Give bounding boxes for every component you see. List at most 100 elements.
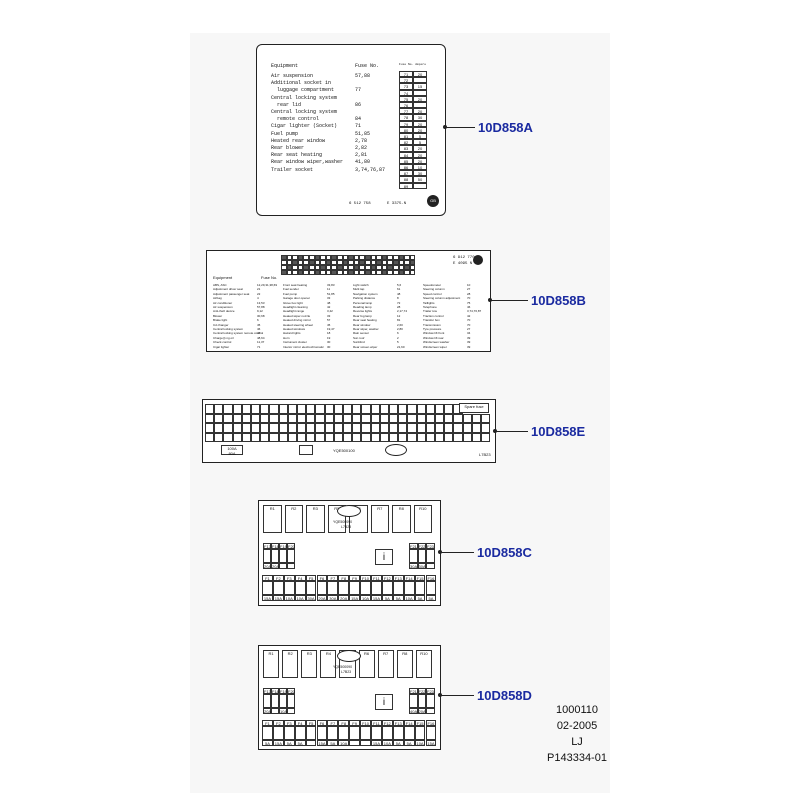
label-e-fuse-grid [205, 404, 491, 444]
label-b-grid-cell [286, 265, 293, 270]
label-e-grid-cell [205, 423, 215, 433]
label-b-grid-cell [342, 260, 349, 265]
label-e-spare-fuse: Spare fuse [459, 403, 489, 413]
label-c-fuse-top-right-body [409, 549, 418, 563]
label-b-grid-cell [393, 260, 399, 265]
label-e-grid-cell [361, 423, 371, 433]
label-b-row-fuse: 39 [467, 344, 471, 349]
label-b-row-fuse: 8 [397, 296, 399, 301]
label-b-row-equipment: Horn [283, 335, 290, 340]
label-a-row-fuse: 86 [355, 101, 362, 108]
label-e-grid-cell [352, 432, 362, 442]
label-c-relay-label: R8 [398, 506, 404, 511]
label-b-part-no: 6 912 770 [453, 256, 475, 260]
label-c-code: L7B23 [341, 525, 352, 529]
label-d-code: L7B23 [341, 670, 352, 674]
label-e-left-box: 100A 80A [221, 445, 243, 456]
label-b-grid-cell [281, 255, 287, 260]
label-b-grid-cell [387, 260, 393, 265]
label-b-grid-cell [353, 265, 360, 270]
label-a-fuse-no: 74 [399, 89, 413, 96]
label-a-header-equipment: Equipment [271, 63, 299, 69]
footer-block: 1000110 02-2005 LJ P143334-01 [542, 702, 612, 766]
label-e-grid-cell [370, 432, 380, 442]
label-d-fuse-bottom-body [349, 726, 361, 740]
label-d-amp-top-left [271, 708, 279, 714]
label-d-amp-bottom [349, 740, 361, 746]
label-c-fuse-bottom-body [371, 581, 382, 595]
label-b-row-equipment: Cd changer [213, 322, 229, 327]
label-b-row-fuse: 3,74,76,87 [467, 309, 482, 314]
label-b-grid-cell [381, 255, 388, 260]
label-d-fuse-top-left-body [287, 694, 295, 708]
label-b-grid-cell [292, 255, 298, 260]
label-b-grid-cell [365, 270, 371, 275]
label-d-relay-label: R6 [364, 651, 370, 656]
label-d-fuse-bottom: F16 [425, 720, 437, 726]
label-d-relay-label: R10 [420, 651, 428, 656]
label-b-row-equipment: Air conditioner [213, 300, 233, 305]
label-b-row-fuse: 45 [257, 322, 261, 327]
label-e-grid-cell [370, 413, 380, 423]
label-e-grid-cell [223, 404, 233, 414]
label-d-fuse-bottom-body [272, 726, 284, 740]
label-b-row-fuse: 9,12 [257, 309, 263, 314]
label-d-relay: R1 [263, 650, 280, 678]
label-d-fuse-bottom: F12 [381, 720, 393, 726]
label-e-grid-cell [297, 423, 307, 433]
label-b-grid-cell [325, 255, 332, 260]
label-b-grid-cell [303, 265, 309, 270]
label-b-grid-cell [303, 270, 309, 275]
label-e-grid-cell [260, 432, 270, 442]
label-d-fuse-bottom: F15 [414, 720, 426, 726]
label-b-row-fuse: 6 [397, 331, 399, 336]
label-c-fuse-bottom: F12 [381, 575, 393, 581]
label-d-amp-top-right: 40A [409, 708, 418, 714]
label-c-fuse-top-left-body [263, 549, 271, 563]
label-b-row-equipment: Rain sensor [353, 331, 370, 336]
label-e-grid-cell [435, 404, 445, 414]
label-b-grid-cell [297, 265, 304, 270]
label-b-row-fuse: 48 [397, 291, 401, 296]
label-c-fuse-layout: R1R2R3R5R6R7R8R10YQE500090L7B23F1720AF18… [259, 501, 440, 605]
label-e-grid-cell [315, 404, 325, 414]
label-d-fuse-bottom-body [327, 726, 339, 740]
label-b-row-equipment: Personal lamp [353, 300, 373, 305]
label-b-row-equipment: Reverse lights [353, 309, 373, 314]
label-c-fuse-bottom-body [283, 581, 295, 595]
label-d-relay: R2 [282, 650, 299, 678]
label-10d858d: R1R2R3R4R5R6R7R8R10YQE500090L7B23F1720AF… [258, 645, 441, 750]
label-c-relay: R7 [370, 505, 389, 533]
label-c-amp-bottom: 15A [349, 595, 361, 601]
label-10d858e: Spare fuse 100A 80A YQE500100 L7B23 [202, 399, 496, 463]
label-c-relay: R1 [263, 505, 282, 533]
label-e-grid-cell [241, 404, 251, 414]
label-d-fuse-top-right: F21 [409, 688, 418, 694]
label-a-fuse-no: 72 [399, 77, 413, 84]
label-b-grid-cell [376, 260, 382, 265]
label-b-row-fuse: 19 [327, 335, 331, 340]
label-d-fuse-bottom: F3 [283, 720, 295, 726]
label-a-fuse-no: 79 [399, 120, 413, 127]
label-a-row-fuse: 2,78 [355, 137, 368, 144]
label-b-grid-cell [342, 255, 349, 260]
label-10d858c: R1R2R3R5R6R7R8R10YQE500090L7B23F1720AF18… [258, 500, 441, 606]
leader-line-a [445, 127, 475, 128]
label-c-relay-label: R1 [269, 506, 275, 511]
label-b-row-equipment: Transfer box [423, 318, 440, 323]
label-c-amp-bottom: 10A [360, 595, 371, 601]
label-a-fuse-amp: 20 [413, 120, 427, 127]
label-d-fuse-bottom: F13 [392, 720, 404, 726]
label-e-grid-cell [278, 423, 288, 433]
label-b-row-fuse: 21 [257, 287, 261, 292]
label-e-grid-cell [269, 404, 279, 414]
label-c-fuse-bottom-body [392, 581, 404, 595]
label-a-fuse-no: 78 [399, 114, 413, 121]
callout-10d858a: 10D858A [478, 120, 533, 135]
label-b-row-equipment: Fuel pump [283, 291, 298, 296]
label-c-fuse-bottom: F3 [283, 575, 295, 581]
label-a-fuse-amp [413, 89, 427, 96]
label-b-grid-cell [337, 270, 343, 275]
label-c-fuse-bottom: F1 [262, 575, 273, 581]
label-a-fuse-no: 87 [399, 170, 413, 177]
